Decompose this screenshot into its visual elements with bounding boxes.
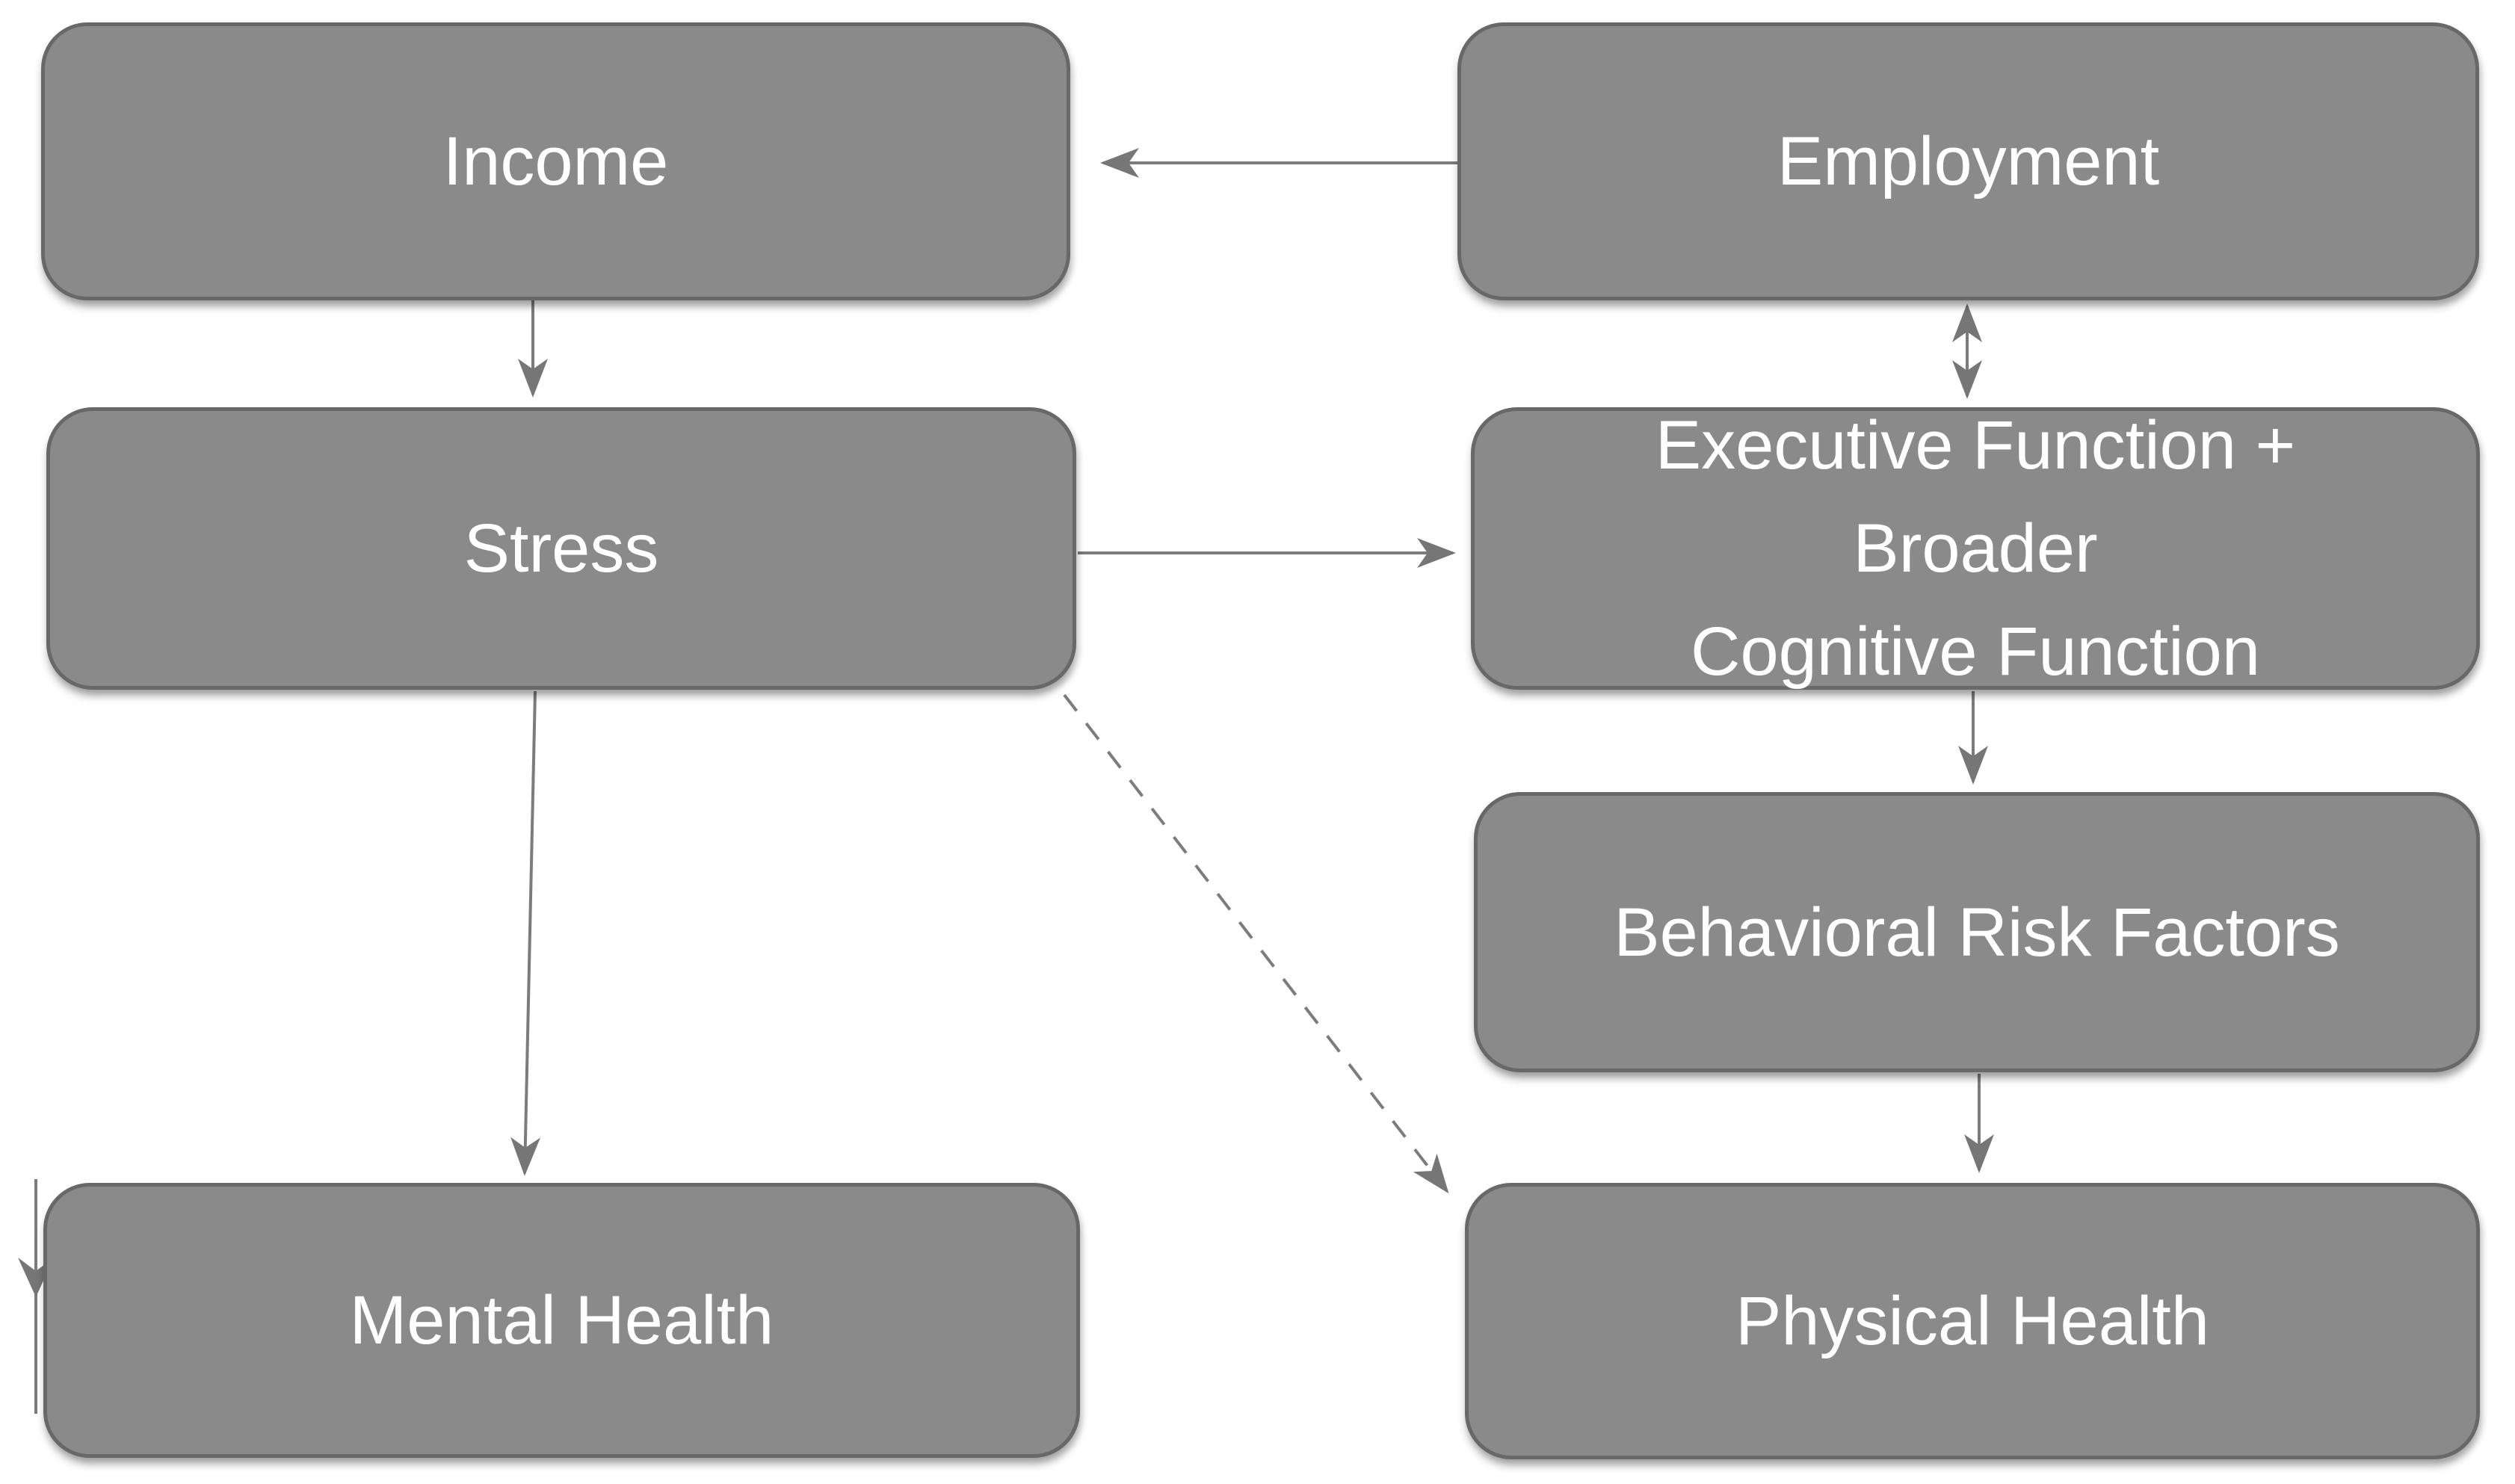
node-behavioral-risk-factors: Behavioral Risk Factors: [1474, 792, 2480, 1072]
node-executive-function: Executive Function + Broader Cognitive F…: [1471, 407, 2480, 690]
node-employment-label: Employment: [1777, 123, 2160, 200]
node-behavioral-risk-factors-label: Behavioral Risk Factors: [1614, 894, 2340, 971]
node-stress: Stress: [46, 407, 1076, 690]
edge-stress-to-mental: [510, 690, 541, 1176]
node-income: Income: [41, 22, 1070, 300]
node-mental-health-label: Mental Health: [349, 1282, 774, 1358]
node-physical-health-label: Physical Health: [1735, 1283, 2210, 1359]
edge-stress-to-physical-dashed: [1063, 693, 1449, 1194]
node-physical-health: Physical Health: [1465, 1183, 2480, 1459]
node-employment: Employment: [1457, 22, 2479, 300]
node-executive-function-label: Executive Function + Broader Cognitive F…: [1655, 407, 2296, 690]
node-mental-health: Mental Health: [43, 1183, 1080, 1458]
node-income-label: Income: [442, 123, 669, 200]
node-stress-label: Stress: [463, 510, 659, 587]
